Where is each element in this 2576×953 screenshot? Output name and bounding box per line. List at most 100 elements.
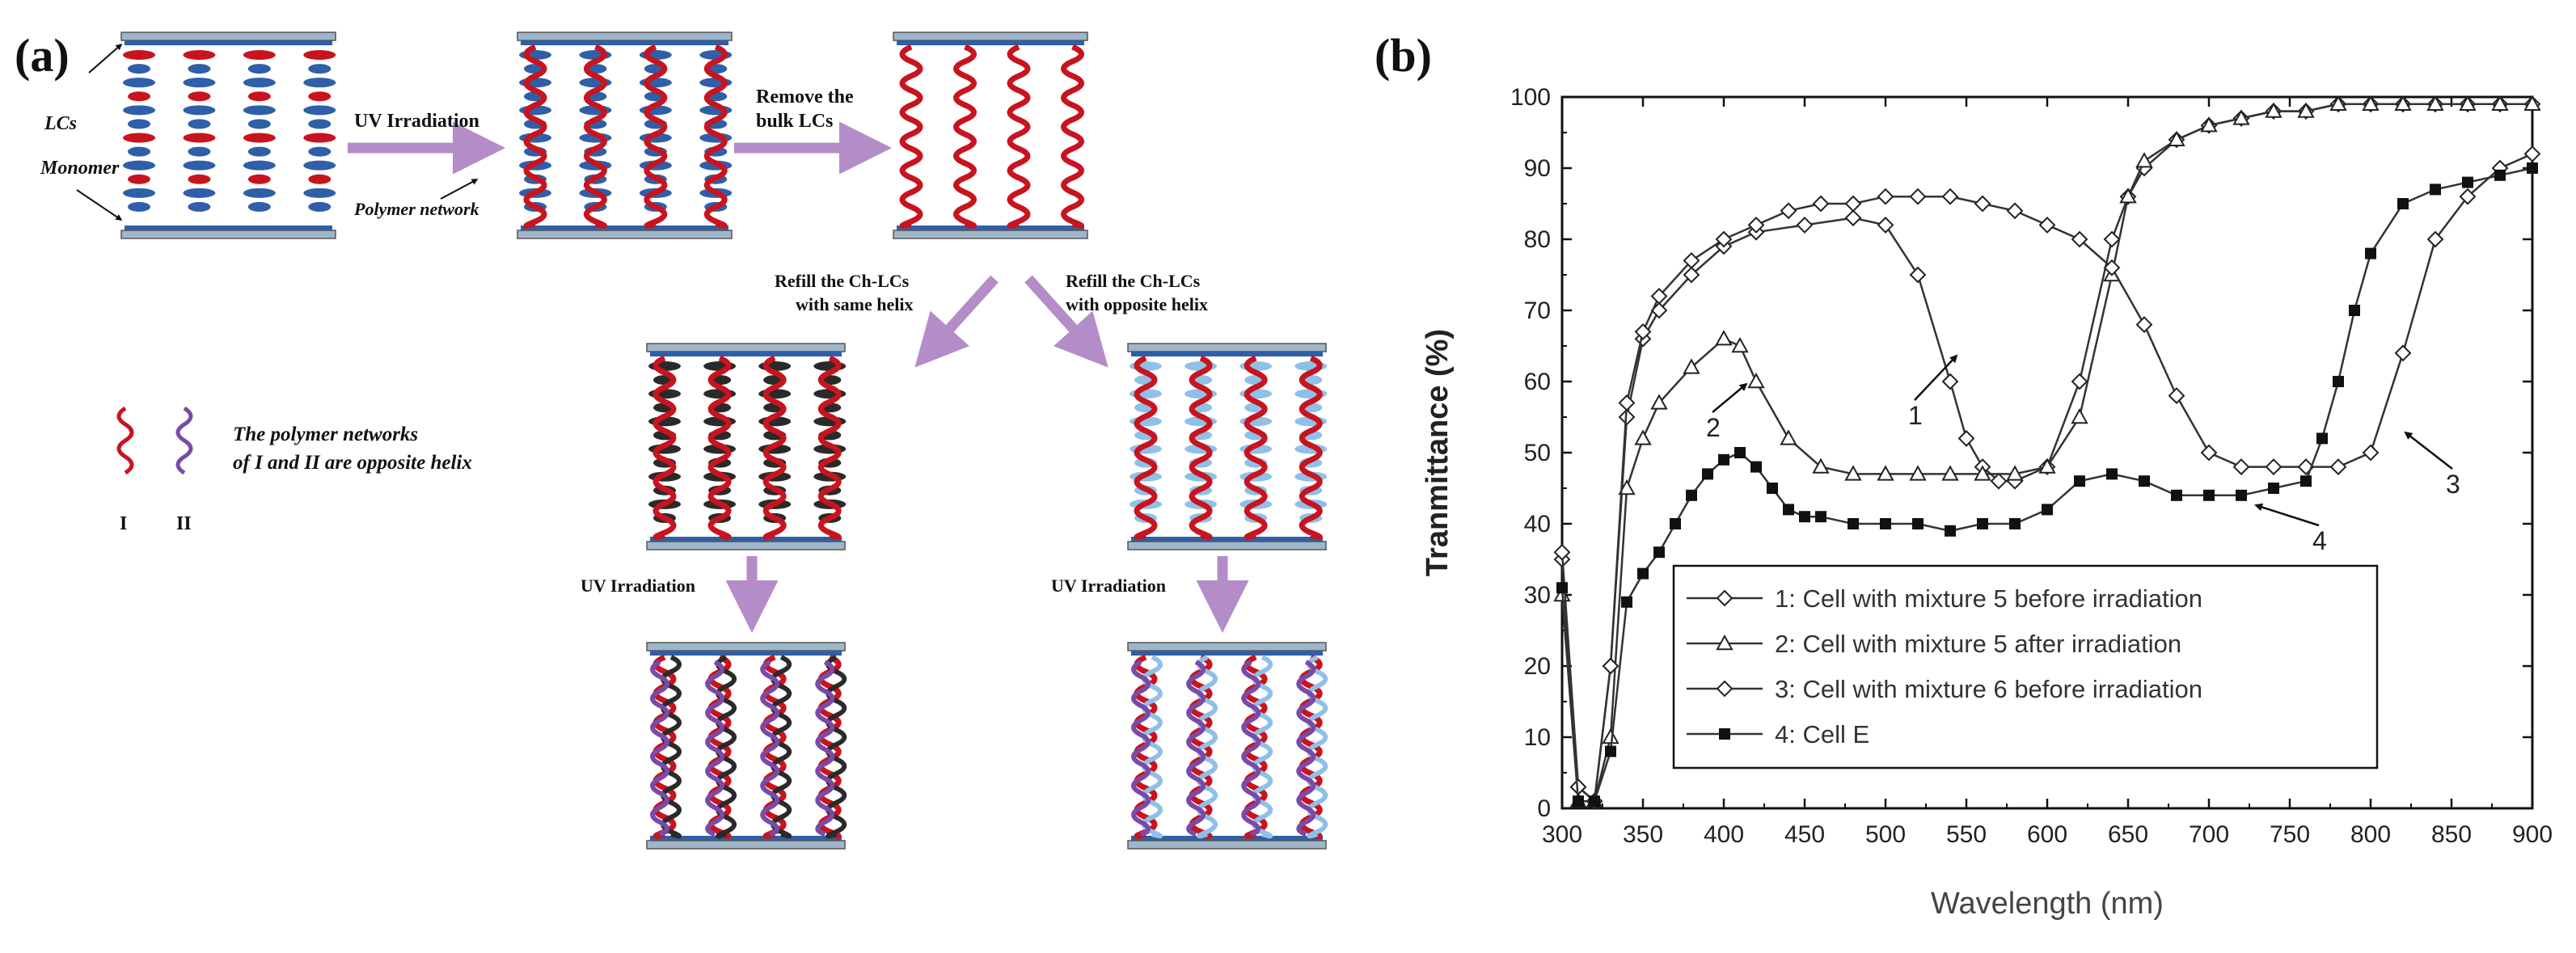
- series-3-point: [2200, 444, 2218, 462]
- cell-template-bottom-glass: [893, 230, 1088, 239]
- cell-monomer-lc-molecule: [303, 78, 336, 88]
- series-2-point: [2119, 188, 2137, 204]
- cell-final-same-helix-fill: [771, 655, 792, 839]
- cell-monomer-lc-molecule: [188, 174, 211, 184]
- series-4-point: [2236, 489, 2247, 501]
- cell-final-opp-bottom-glass: [1127, 840, 1327, 850]
- series-2-point: [2426, 95, 2444, 111]
- y-axis-label: Tranmittance (%): [1421, 329, 1455, 576]
- series-4-point: [1653, 546, 1665, 559]
- series-2-point: [1974, 465, 1991, 481]
- series-4-point: [2349, 305, 2360, 316]
- series-4-point: [1621, 596, 1632, 608]
- cell-polymer-helix-red: [703, 44, 728, 229]
- curve-label-1: 1: [1908, 401, 1923, 430]
- cell-final-same-helix-purple: [760, 660, 780, 837]
- cell-refill-same-bottom-electrode: [650, 537, 842, 542]
- cell-monomer-lc-molecule: [243, 160, 276, 171]
- cell-monomer-lc-molecule: [123, 188, 155, 198]
- series-4-point: [1945, 525, 1956, 537]
- legend-entry-4: 4: Cell E: [1775, 720, 1869, 748]
- legend-entry-1: 1: Cell with mixture 5 before irradiatio…: [1775, 584, 2202, 613]
- series-3-point: [1941, 188, 1959, 205]
- curve-label-pointer: [1712, 382, 1748, 413]
- cell-monomer-lc-molecule: [243, 188, 276, 198]
- cell-monomer-lc-molecule: [188, 201, 211, 212]
- series-3-point: [2394, 344, 2412, 362]
- cell-monomer-lc-molecule: [128, 201, 150, 212]
- series-3-point: [1974, 195, 1991, 213]
- series-3: [1553, 145, 2541, 810]
- cell-monomer-lc-molecule: [308, 64, 332, 74]
- series-2-point: [2265, 102, 2283, 118]
- series-4-point: [1767, 483, 1778, 494]
- x-tick-label: 900: [2512, 821, 2553, 848]
- series-4-point: [2365, 247, 2376, 259]
- series-2-point: [1780, 429, 1797, 445]
- cell-monomer-lc-molecule: [308, 119, 332, 129]
- cell-monomer-lc-molecule: [123, 50, 155, 60]
- series-4-point: [1573, 795, 1584, 808]
- series-3-point: [2329, 458, 2347, 476]
- cell-final-opp-helix-purple: [1296, 660, 1316, 837]
- step-opp-label-2: with opposite helix: [1066, 294, 1208, 314]
- cell-final-same-bottom-electrode: [650, 836, 842, 841]
- series-2-point: [2329, 95, 2347, 111]
- cell-monomer-lc-molecule: [243, 78, 276, 88]
- cell-polymer-top-glass: [517, 32, 733, 41]
- cell-final-same-helix-purple: [705, 660, 724, 837]
- cell-refill-same-bottom-glass: [646, 541, 846, 550]
- y-tick-label: 40: [1524, 511, 1551, 538]
- series-1-point: [1957, 429, 1975, 447]
- cell-monomer-lc-molecule: [303, 50, 336, 60]
- cell-final-opp-helix-purple: [1186, 660, 1206, 837]
- helix-II-icon: [175, 406, 193, 475]
- cell-monomer-lc-molecule: [183, 50, 216, 60]
- cell-monomer-lc-molecule: [128, 146, 150, 157]
- cell-refill-same-helix-red: [652, 355, 677, 540]
- cell-refill-opp-helix-red: [1299, 355, 1323, 540]
- cell-monomer-lc-molecule: [188, 119, 211, 129]
- cell-monomer-lc-molecule: [308, 201, 332, 212]
- cell-final-same-helix-purple: [650, 660, 669, 837]
- cell-polymer-helix-red: [523, 44, 547, 229]
- x-tick-label: 750: [2270, 821, 2310, 848]
- series-3-point: [2426, 230, 2444, 248]
- series-4-point: [2527, 162, 2538, 174]
- y-tick-label: 100: [1510, 84, 1551, 111]
- series-2-point: [2232, 109, 2250, 125]
- cell-monomer-top-glass: [120, 32, 336, 41]
- series-4-point: [2494, 169, 2506, 181]
- series-4-point: [1702, 468, 1713, 480]
- series-2-point: [2362, 95, 2380, 111]
- cell-final-opp-helix-purple: [1131, 660, 1151, 837]
- step-opp-label-1: Refill the Ch-LCs: [1066, 271, 1201, 291]
- series-2-point: [1618, 479, 1636, 495]
- series-2-point: [1747, 372, 1765, 389]
- y-tick-label: 10: [1524, 724, 1551, 751]
- cell-refill-same-helix-red: [707, 355, 732, 540]
- series-3-point: [2523, 145, 2541, 162]
- series-4-point: [1686, 489, 1697, 501]
- series-2-point: [1602, 727, 1620, 744]
- cell-refill-same-top-electrode: [650, 352, 842, 356]
- x-tick-label: 400: [1704, 821, 1744, 848]
- cell-monomer-lc-molecule: [247, 119, 271, 129]
- uv-left-label: UV Irradiation: [581, 576, 695, 596]
- legend-polymer-label: Polymer network: [353, 199, 479, 219]
- cell-polymer: [517, 32, 733, 239]
- series-2-point: [2038, 458, 2056, 474]
- series-1-point: [2103, 230, 2121, 248]
- y-tick-label: 60: [1524, 369, 1551, 395]
- series-4-point: [1783, 504, 1794, 516]
- cell-monomer-lc-molecule: [243, 105, 276, 116]
- series-2-point: [1683, 358, 1700, 374]
- cell-monomer-lc-molecule: [243, 50, 276, 60]
- series-3-point: [2071, 230, 2088, 248]
- series-3-point: [1780, 202, 1797, 220]
- cell-monomer-lc-molecule: [188, 91, 211, 102]
- panel-b-label: (b): [1375, 29, 1432, 82]
